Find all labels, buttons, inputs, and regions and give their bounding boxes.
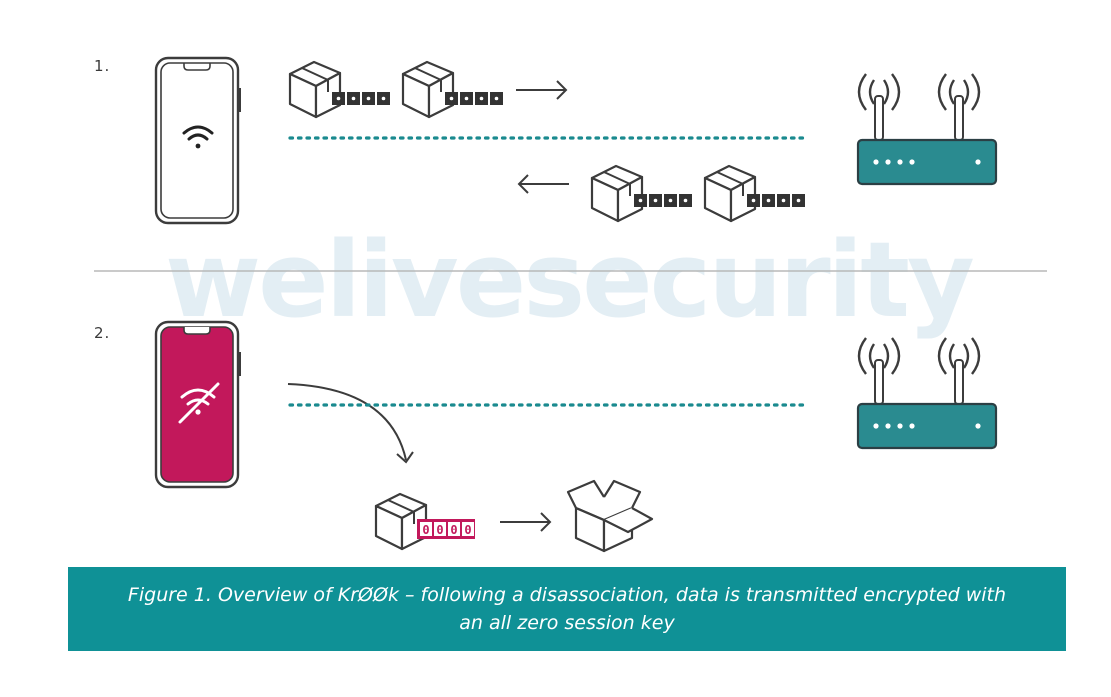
package-icon [288,60,342,119]
zero-key-label: 0 0 0 0 [417,519,475,539]
package-icon [590,164,644,223]
curved-arrow-icon [287,383,414,464]
phone-icon [154,56,241,225]
key-digit: 0 [436,523,443,537]
wifi-off-icon [178,382,220,424]
arrow-left-icon [517,174,569,194]
key-blocks [747,194,805,207]
arrow-right-icon [516,80,568,100]
open-box-icon [566,479,654,553]
step-label-1: 1. [94,57,111,75]
watermark: welivesecurity [165,219,975,341]
figure-caption: Figure 1. Overview of KrØØk – following … [68,567,1066,651]
arrow-right-icon [500,512,552,532]
router-icon [856,72,998,186]
wifi-icon [182,125,214,149]
package-icon [401,60,455,119]
key-blocks [634,194,692,207]
key-blocks [332,92,390,105]
key-blocks [445,92,503,105]
router-icon [856,336,998,450]
key-digit: 0 [450,523,457,537]
package-icon [703,164,757,223]
key-digit: 0 [464,523,471,537]
caption-text: Figure 1. Overview of KrØØk – following … [127,584,1007,634]
step-label-2: 2. [94,324,111,342]
key-digit: 0 [422,523,429,537]
